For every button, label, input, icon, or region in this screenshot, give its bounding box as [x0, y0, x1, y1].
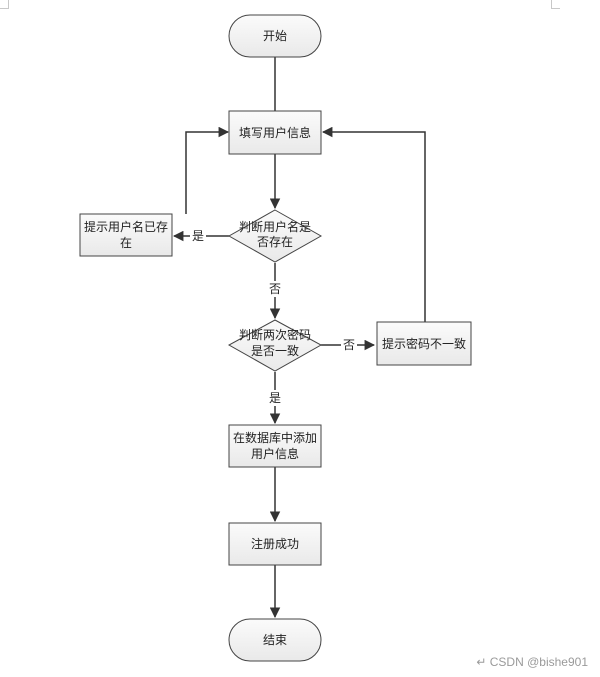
- edge-label-name-exists-no: 否: [269, 282, 281, 296]
- watermark: ↵ CSDN @bishe901: [476, 655, 588, 669]
- node-end-label: 结束: [263, 633, 287, 647]
- node-success-label: 注册成功: [251, 536, 299, 551]
- node-check-pwd: 判断两次密码 是否一致: [227, 319, 323, 372]
- node-end: 结束: [228, 618, 322, 662]
- return-icon: ↵: [476, 655, 487, 669]
- node-check-name-label-1: 判断用户名是: [239, 219, 311, 234]
- node-start-label: 开始: [263, 29, 287, 43]
- node-prompt-exists-label-2: 在: [120, 236, 132, 250]
- watermark-text: CSDN @bishe901: [489, 655, 588, 669]
- node-start: 开始: [228, 14, 322, 58]
- node-prompt-mismatch-label: 提示密码不一致: [382, 336, 466, 351]
- node-fill-info-label: 填写用户信息: [239, 125, 311, 140]
- edge-prompt-mismatch-to-fill: [321, 126, 426, 322]
- node-prompt-exists-label-1: 提示用户名已存: [84, 219, 168, 234]
- edge-label-pwd-match-yes: 是: [269, 391, 281, 405]
- node-add-db-label-2: 用户信息: [251, 446, 299, 461]
- node-check-name-label-2: 否存在: [257, 235, 293, 249]
- node-check-pwd-label-1: 判断两次密码: [239, 327, 311, 342]
- edge-label-name-exists-yes: 是: [192, 229, 204, 243]
- edge-label-pwd-match-no: 否: [343, 338, 355, 352]
- page-corner-mark-right: [551, 0, 560, 9]
- node-fill-info: 填写用户信息: [228, 110, 322, 155]
- node-check-name: 判断用户名是 否存在: [227, 209, 323, 263]
- node-add-db-label-1: 在数据库中添加: [233, 430, 317, 445]
- node-prompt-mismatch: 提示密码不一致: [376, 321, 472, 366]
- node-success: 注册成功: [228, 522, 322, 566]
- page-corner-mark-left: [0, 0, 9, 9]
- edge-prompt-exists-to-fill: [185, 126, 230, 214]
- node-add-db: 在数据库中添加 用户信息: [228, 424, 322, 468]
- node-prompt-exists: 提示用户名已存 在: [79, 213, 173, 257]
- node-check-pwd-label-2: 是否一致: [251, 344, 299, 358]
